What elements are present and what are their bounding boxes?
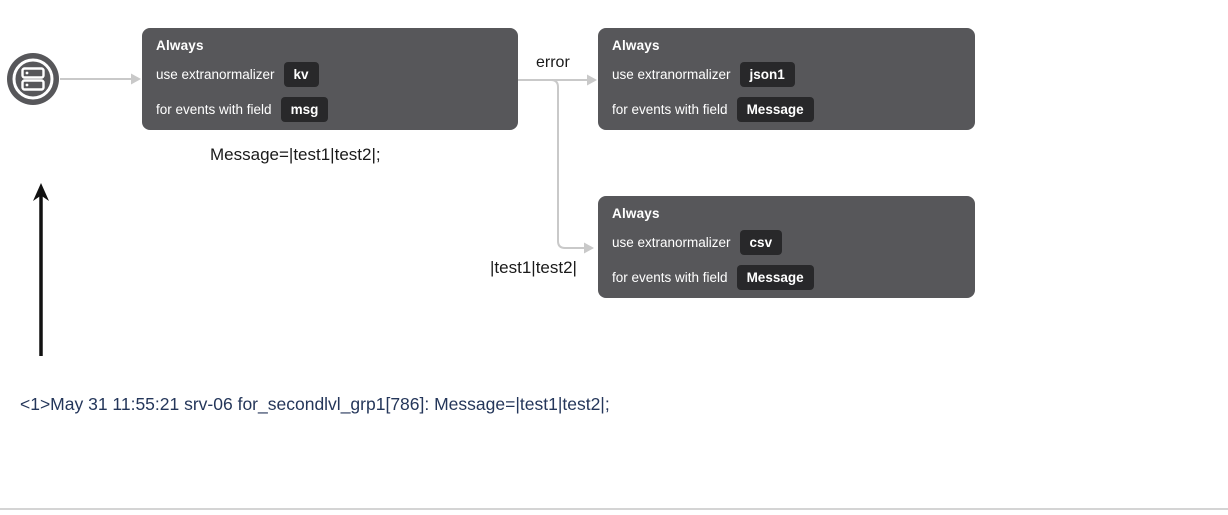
annotation-message-sample: Message=|test1|test2|; bbox=[210, 145, 381, 164]
edge-kv-to-csv bbox=[550, 79, 594, 254]
server-icon bbox=[7, 53, 59, 105]
field-row: for events with field msg bbox=[156, 97, 504, 122]
field-row: for events with field Message bbox=[612, 97, 961, 122]
normalizer-value-chip[interactable]: kv bbox=[283, 62, 319, 87]
edge-source-to-kv bbox=[60, 73, 141, 85]
normalizer-label: use extranormalizer bbox=[612, 235, 731, 250]
field-value-chip[interactable]: Message bbox=[736, 265, 814, 290]
node-condition: Always bbox=[612, 206, 660, 221]
normalizer-label: use extranormalizer bbox=[612, 67, 731, 82]
bottom-divider bbox=[0, 508, 1228, 510]
normalizer-row: use extranormalizer csv bbox=[612, 230, 961, 255]
upward-arrow bbox=[33, 183, 49, 356]
flow-node-json1[interactable]: Always use extranormalizer json1 for eve… bbox=[598, 28, 975, 130]
flow-node-csv[interactable]: Always use extranormalizer csv for event… bbox=[598, 196, 975, 298]
field-row: for events with field Message bbox=[612, 265, 961, 290]
field-label: for events with field bbox=[156, 102, 272, 117]
edge-label-error: error bbox=[536, 54, 570, 71]
field-value-chip[interactable]: Message bbox=[736, 97, 814, 122]
field-label: for events with field bbox=[612, 102, 728, 117]
raw-log-sample: <1>May 31 11:55:21 srv-06 for_secondlvl_… bbox=[20, 394, 610, 414]
node-condition: Always bbox=[156, 38, 204, 53]
flow-node-kv[interactable]: Always use extranormalizer kv for events… bbox=[142, 28, 518, 130]
normalizer-value-chip[interactable]: json1 bbox=[739, 62, 795, 87]
normalizer-label: use extranormalizer bbox=[156, 67, 275, 82]
annotation-branch-sample: |test1|test2| bbox=[490, 258, 577, 277]
field-value-chip[interactable]: msg bbox=[280, 97, 329, 122]
normalizer-row: use extranormalizer kv bbox=[156, 62, 504, 87]
normalizer-value-chip[interactable]: csv bbox=[739, 230, 783, 255]
log-source-node[interactable] bbox=[7, 53, 59, 105]
node-condition: Always bbox=[612, 38, 660, 53]
normalizer-row: use extranormalizer json1 bbox=[612, 62, 961, 87]
edge-kv-to-json1 bbox=[518, 74, 597, 86]
field-label: for events with field bbox=[612, 270, 728, 285]
